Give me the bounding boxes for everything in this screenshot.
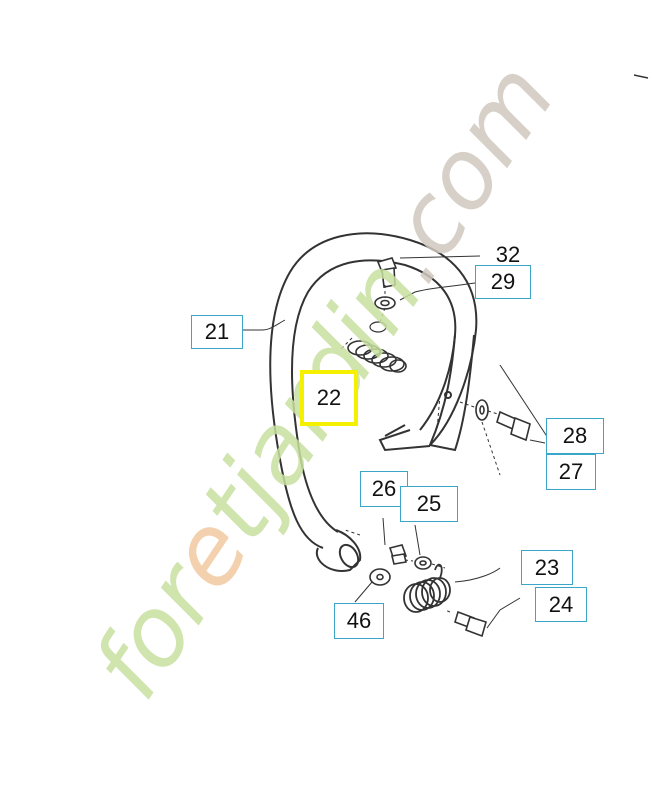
corner-mark: [633, 74, 649, 79]
leader-lines: [243, 255, 549, 629]
callout-25: 25: [400, 486, 458, 522]
callout-22: 22: [300, 370, 358, 426]
callout-28: 28: [546, 418, 604, 454]
callout-24: 24: [535, 587, 587, 622]
small-ring: [369, 321, 387, 333]
washer-27: [475, 399, 489, 421]
bolt-26: [388, 544, 408, 565]
washer-46: [369, 568, 391, 586]
callout-29: 29: [475, 265, 531, 299]
callout-46: 46: [334, 603, 384, 639]
callout-21: 21: [191, 315, 243, 349]
handle-bar: [269, 232, 478, 572]
upper-spring: [347, 340, 407, 373]
washer-25: [414, 556, 432, 570]
lower-spring: [403, 563, 451, 613]
callout-32: 32: [495, 242, 521, 267]
bolt-24: [454, 610, 487, 638]
bolt-28: [496, 410, 531, 442]
callout-27: 27: [546, 454, 596, 490]
bolt-32: [376, 257, 398, 288]
callout-23: 23: [521, 550, 573, 585]
washer-29: [374, 296, 396, 310]
